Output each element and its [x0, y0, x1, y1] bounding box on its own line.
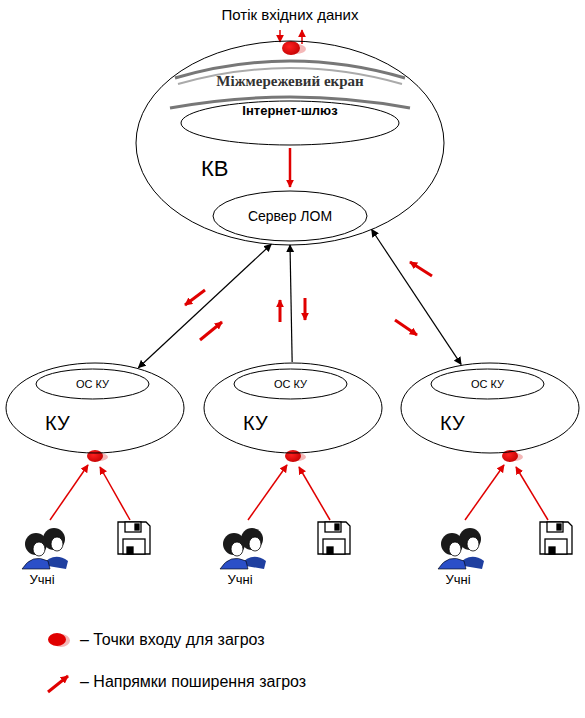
ellipse-node: КВ Міжмережевий екранІнтернет-шлюзСервер …	[135, 40, 445, 246]
legend-arrow-sample	[48, 676, 68, 692]
threat-arrow	[50, 30, 548, 520]
node-label: КВ	[201, 156, 229, 181]
node-label: Інтернет-шлюз	[242, 104, 337, 119]
legend-swatch	[48, 633, 66, 646]
student-figure	[438, 528, 484, 569]
ellipse-node: ОС КУ	[233, 368, 348, 400]
node-label: Сервер ЛОМ	[248, 208, 332, 224]
ellipse-outline	[400, 362, 580, 454]
connector-arrow	[290, 245, 292, 362]
group-label: Учні	[445, 572, 470, 588]
legend-text: – Точки входу для загроз	[80, 630, 265, 649]
ellipse-node: КУ ОС КУ	[203, 362, 383, 454]
node-label: ОС КУ	[274, 378, 307, 391]
ellipse-node: ОС КУ	[430, 368, 545, 400]
node-label: ОС КУ	[471, 378, 504, 391]
ellipse-node: КУ ОС КУ	[400, 362, 580, 454]
legend-text: – Напрямки поширення загроз	[80, 672, 306, 691]
ellipse-outline	[5, 362, 185, 454]
floppy-disk	[118, 522, 150, 554]
connector-arrow	[372, 230, 461, 365]
floppy-disk	[540, 522, 572, 554]
group-label: Учні	[29, 572, 54, 588]
node-label: ОС КУ	[76, 378, 109, 391]
band-node: Міжмережевий екран	[195, 71, 385, 93]
node-label: КУ	[440, 412, 465, 435]
node-label: КУ	[45, 412, 70, 435]
ellipse-node: КУ ОС КУ	[5, 362, 185, 454]
node-label: Міжмережевий екран	[216, 73, 363, 90]
ellipse-node: Інтернет-шлюз	[180, 100, 400, 146]
ellipse-node: Сервер ЛОМ	[212, 190, 368, 242]
connector-arrow	[138, 244, 271, 367]
floppy-icon	[118, 522, 572, 554]
student-figure	[22, 528, 68, 569]
node-label: КУ	[243, 412, 268, 435]
student-figure	[220, 528, 266, 569]
entry-point	[87, 41, 523, 462]
ellipse-node: ОС КУ	[35, 368, 150, 400]
floppy-disk	[318, 522, 350, 554]
group-label: Учні	[227, 572, 252, 588]
ellipse-outline	[203, 362, 383, 454]
flow-label: Потік вхідних даних	[222, 6, 359, 24]
students-icon	[22, 528, 484, 569]
